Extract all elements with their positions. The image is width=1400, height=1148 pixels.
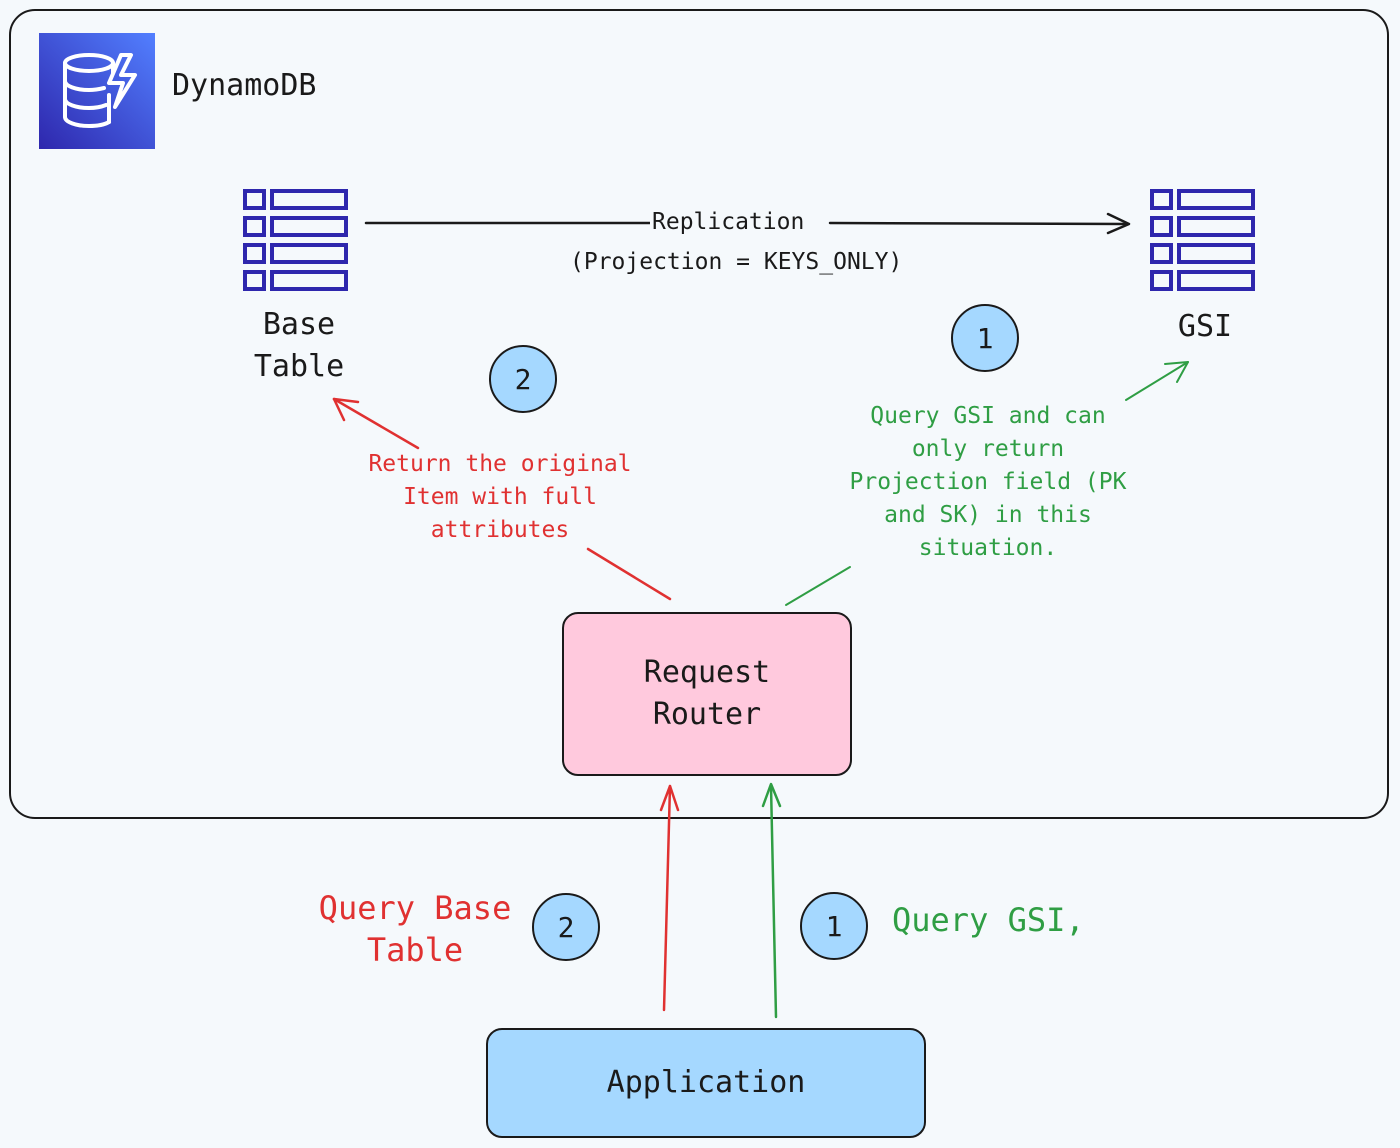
step-badge-1-bottom: 1 [800,892,868,960]
replication-arrowhead [1106,212,1131,235]
query-gsi-note: Query GSI and can only return Projection… [849,403,1127,561]
return-original-note: Return the original Item with full attri… [368,451,632,543]
return-arrowhead [332,397,360,422]
return-arrow-lower [586,547,672,601]
gsi-arrow-upper [1125,361,1189,401]
application-box: Application [486,1028,926,1138]
base-table-icon [243,188,349,298]
replication-label: Replication [650,206,807,238]
gsi-arrow-lower [785,566,851,606]
projection-label: (Projection = KEYS_ONLY) [570,249,903,275]
step-badge-2-bottom: 2 [532,893,600,961]
query-gsi-label: Query GSI, [892,901,1085,939]
request-router-box: Request Router [562,612,852,776]
base-table-label: Base Table [253,307,345,384]
return-arrow-upper [332,397,420,450]
query-gsi-arrow [769,784,778,1019]
step-badge-1-top: 1 [951,304,1019,372]
gsi-label: GSI [1177,309,1233,344]
query-base-arrow [662,784,672,1012]
gsi-table-icon [1150,188,1256,298]
query-gsi-arrowhead [761,782,782,808]
dynamodb-icon [39,33,155,149]
page-title: DynamoDB [172,68,317,103]
step-badge-2-top: 2 [489,345,557,413]
query-base-arrowhead [659,784,680,812]
replication-arrow-right [828,221,1130,226]
query-base-table-label: Query Base Table [318,889,512,969]
gsi-arrowhead [1164,361,1189,383]
